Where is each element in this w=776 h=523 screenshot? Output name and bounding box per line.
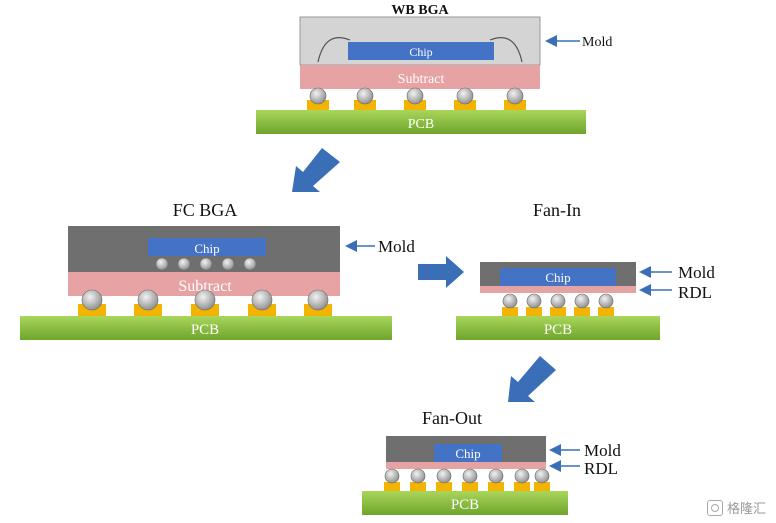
fanout-pad: [436, 482, 452, 491]
fanout-pcb: [362, 491, 568, 515]
fanin-chip-label: Chip: [545, 270, 570, 285]
fc-bump: [199, 257, 213, 271]
fc-title: FC BGA: [173, 200, 238, 220]
fanout-ball: [462, 468, 478, 484]
fc-chip: [148, 238, 266, 256]
fanout-ball: [436, 468, 452, 484]
fanout-ball: [410, 468, 426, 484]
fanin-pad: [526, 307, 542, 316]
fanin-ball: [502, 293, 518, 309]
fanout-mold-label: Mold: [584, 441, 621, 460]
fc-substrate-label: Subtract: [178, 278, 232, 295]
fanin-balls: [502, 293, 614, 316]
watermark-text: 格隆汇: [726, 502, 766, 517]
fanout-pad: [410, 482, 426, 491]
fc-ball: [194, 289, 216, 311]
wb-substrate-label: Subtract: [398, 72, 445, 87]
wb-wire-left: [317, 37, 351, 63]
fanout-group: Fan-Out Chip PCB Mold RDL: [362, 408, 621, 515]
fanin-chip: [500, 268, 616, 286]
fc-bump: [177, 257, 191, 271]
arrow-fanin-to-fanout: [508, 356, 556, 402]
wb-title: WB BGA: [391, 3, 449, 18]
wb-ball: [309, 87, 327, 105]
fanin-group: Fan-In Chip PCB Mold RDL: [456, 200, 715, 340]
fanout-rdl: [386, 462, 546, 469]
fc-bump: [221, 257, 235, 271]
fc-ball: [137, 289, 159, 311]
fanin-pad: [502, 307, 518, 316]
fc-chip-label: Chip: [194, 241, 219, 256]
watermark-logo-icon: [706, 499, 723, 516]
fanin-ball: [526, 293, 542, 309]
wb-pad: [504, 100, 526, 110]
fanout-pad: [462, 482, 478, 491]
fanout-title: Fan-Out: [422, 408, 482, 428]
wb-balls: [307, 87, 526, 110]
fanout-chip-label: Chip: [455, 446, 480, 461]
fc-pcb-label: PCB: [191, 322, 219, 338]
fanin-pcb-label: PCB: [544, 322, 572, 338]
wb-chip: [348, 42, 494, 60]
fanout-balls: [384, 468, 550, 491]
wb-pad: [354, 100, 376, 110]
wb-pcb-label: PCB: [408, 117, 434, 132]
wb-chip-label: Chip: [409, 45, 432, 59]
wb-ball: [456, 87, 474, 105]
fanin-pad: [598, 307, 614, 316]
watermark: 格隆汇: [706, 498, 766, 517]
fanout-ball: [384, 468, 400, 484]
arrow-wb-to-fc: [292, 148, 340, 192]
fanin-ball: [574, 293, 590, 309]
wb-mold-label: Mold: [582, 35, 612, 50]
fanin-ball: [598, 293, 614, 309]
wb-ball: [356, 87, 374, 105]
wb-pad: [454, 100, 476, 110]
fanout-pad: [514, 482, 530, 491]
fanout-pad: [384, 482, 400, 491]
fanout-pad: [488, 482, 504, 491]
wb-pcb: [256, 110, 586, 134]
fanin-mold-label: Mold: [678, 263, 715, 282]
wb-ball: [506, 87, 524, 105]
fc-ball: [307, 289, 329, 311]
fanout-chip: [434, 444, 502, 462]
fc-balls: [78, 289, 332, 316]
fanin-rdl-label: RDL: [678, 283, 712, 302]
fanout-ball: [514, 468, 530, 484]
wb-ball: [406, 87, 424, 105]
wb-bga-group: WB BGA Chip Subtract PCB Mold: [256, 3, 612, 134]
fanout-ball: [488, 468, 504, 484]
fanin-pad: [574, 307, 590, 316]
wb-pad: [404, 100, 426, 110]
arrow-fc-to-fanin: [418, 256, 464, 288]
fanout-ball: [534, 468, 550, 484]
fanin-rdl: [480, 286, 636, 293]
fc-bump: [155, 257, 169, 271]
fc-bump: [243, 257, 257, 271]
fc-ball: [81, 289, 103, 311]
fanin-pcb: [456, 316, 660, 340]
wb-pad: [307, 100, 329, 110]
wb-wire-right: [489, 37, 523, 63]
fc-bumps: [155, 257, 257, 271]
fc-ball: [251, 289, 273, 311]
fanout-pad: [534, 482, 550, 491]
fc-bga-group: FC BGA Chip Subtract PCB Mold: [20, 200, 415, 340]
fc-pcb: [20, 316, 392, 340]
fanout-pcb-label: PCB: [451, 497, 479, 513]
wb-substrate: [300, 65, 540, 89]
fanin-title: Fan-In: [533, 200, 581, 220]
fanin-ball: [550, 293, 566, 309]
fc-mold-label: Mold: [378, 237, 415, 256]
fanin-pad: [550, 307, 566, 316]
fanout-rdl-label: RDL: [584, 459, 618, 478]
